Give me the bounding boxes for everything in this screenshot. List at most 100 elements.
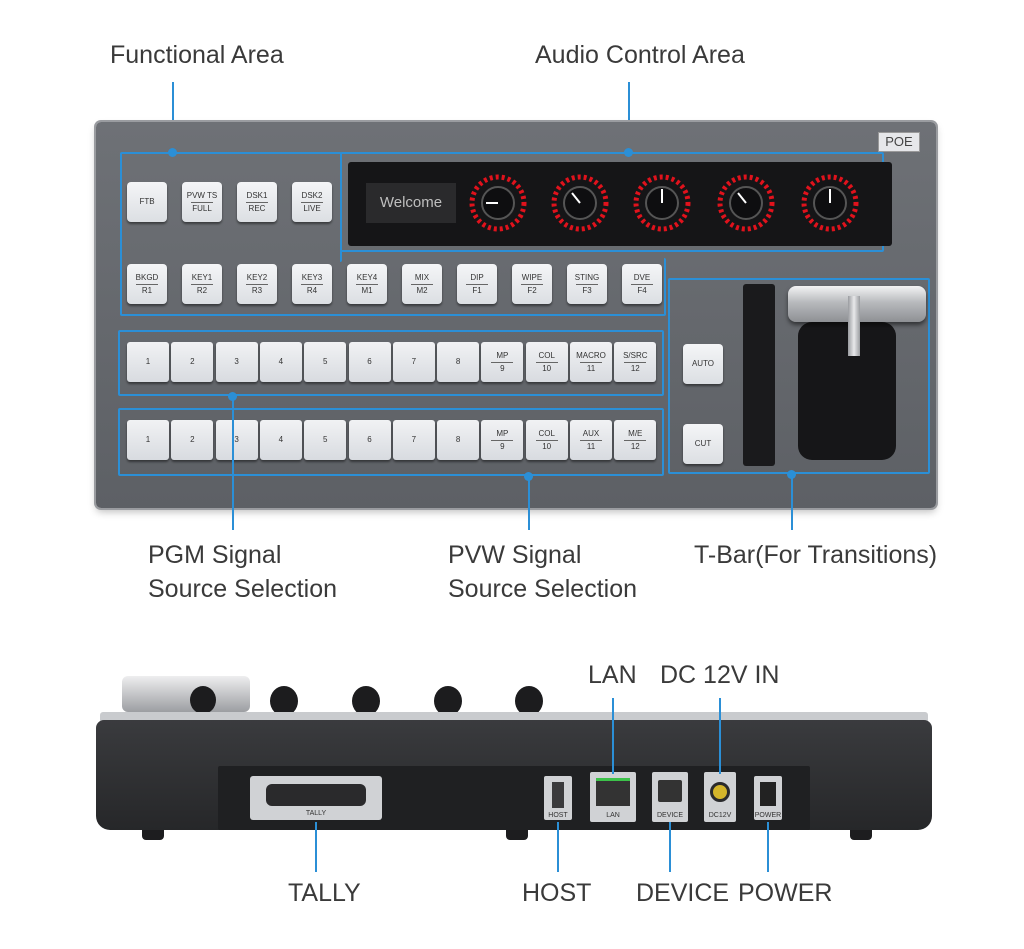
label-divider xyxy=(535,361,558,363)
func-button-1[interactable]: FTB xyxy=(127,182,167,222)
pvw-key-8[interactable]: 8 xyxy=(437,420,480,460)
func-button-label-top: DSK1 xyxy=(246,190,268,200)
pgm-key-5[interactable]: 5 xyxy=(304,342,347,382)
pvw-key-3[interactable]: 3 xyxy=(215,420,258,460)
pvw-key-5[interactable]: 5 xyxy=(304,420,347,460)
pgm-key-8[interactable]: 8 xyxy=(437,342,480,382)
pvw-key-label-top: M/E xyxy=(628,428,643,438)
pvw-key-label-top: 2 xyxy=(190,435,195,444)
label-divider xyxy=(301,283,323,285)
cut-button-label: CUT xyxy=(694,439,712,448)
poe-badge: POE xyxy=(878,132,920,152)
auto-button[interactable]: AUTO xyxy=(683,344,723,384)
func-button-label-top: FTB xyxy=(139,197,155,206)
pvw-key-2[interactable]: 2 xyxy=(171,420,214,460)
pgm-key-4[interactable]: 4 xyxy=(259,342,302,382)
func-button-label-bottom: REC xyxy=(248,203,266,213)
pgm-leader xyxy=(232,398,234,530)
pvw-key-label-top: 1 xyxy=(145,435,151,444)
pvw-key-4[interactable]: 4 xyxy=(259,420,302,460)
audio-knob-5[interactable] xyxy=(800,173,860,233)
functional-leader xyxy=(172,82,174,152)
label-divider xyxy=(246,201,268,203)
pvw-key-label-top: 5 xyxy=(322,435,328,444)
func-button-label-bottom: F2 xyxy=(527,285,537,295)
rear-knob-1 xyxy=(270,686,298,716)
pvw-key-label-bottom: 10 xyxy=(542,441,552,451)
pgm-key-label-bottom: 9 xyxy=(500,363,505,373)
func-button-label-bottom: M2 xyxy=(416,285,428,295)
label-divider xyxy=(631,283,653,285)
dc12v-port-socket xyxy=(710,782,730,802)
func-button-label-bottom: R4 xyxy=(306,285,318,295)
func-button-label-bottom: R2 xyxy=(196,285,208,295)
pvw-key-6[interactable]: 6 xyxy=(348,420,391,460)
func-button-label-top: DSK2 xyxy=(301,190,323,200)
lcd-display: Welcome xyxy=(366,183,456,223)
pgm-zone xyxy=(118,330,664,396)
pgm-key-3[interactable]: 3 xyxy=(215,342,258,382)
rear-knob-3 xyxy=(434,686,462,716)
pgm-key-7[interactable]: 7 xyxy=(392,342,435,382)
pgm-key-2[interactable]: 2 xyxy=(171,342,214,382)
func-button-label-top: KEY4 xyxy=(356,272,378,282)
pvw-label-line1: PVW Signal xyxy=(448,541,582,569)
pvw-zone xyxy=(118,408,664,476)
audio-knob-4[interactable] xyxy=(716,173,776,233)
lan-label: LAN xyxy=(588,661,637,689)
func-button-label-top: WIPE xyxy=(521,272,543,282)
device-leader xyxy=(669,822,671,872)
func-button-label-top: KEY1 xyxy=(191,272,213,282)
audio-knob-1[interactable] xyxy=(468,173,528,233)
dc12v-port-label: DC12V xyxy=(708,812,732,819)
pvw-key-1[interactable]: 1 xyxy=(127,420,169,460)
pgm-key-1[interactable]: 1 xyxy=(127,342,169,382)
audio-control-area-label: Audio Control Area xyxy=(535,41,745,69)
pgm-key-label-top: 5 xyxy=(322,357,328,366)
label-divider xyxy=(136,283,158,285)
audio-knob-2[interactable] xyxy=(550,173,610,233)
audio-knob-3[interactable] xyxy=(632,173,692,233)
func-button-8[interactable]: WIPE F2 xyxy=(512,264,552,304)
tbar-dot xyxy=(787,470,796,479)
pvw-key-7[interactable]: 7 xyxy=(392,420,435,460)
func-button-label-bottom: FULL xyxy=(192,203,212,213)
label-divider xyxy=(246,283,268,285)
func-button-label-top: DVE xyxy=(633,272,651,282)
func-button-label-bottom: F3 xyxy=(582,285,592,295)
pgm-key-label-top: 6 xyxy=(367,357,372,366)
cut-button[interactable]: CUT xyxy=(683,424,723,464)
pvw-key-label-top: 4 xyxy=(278,435,284,444)
rear-knob-4 xyxy=(515,686,543,716)
func-button-label-bottom: R1 xyxy=(141,285,153,295)
label-divider xyxy=(411,283,433,285)
device-callout: DEVICE xyxy=(636,879,730,907)
rear-foot-right xyxy=(850,830,872,840)
pgm-key-6[interactable]: 6 xyxy=(348,342,391,382)
label-divider xyxy=(191,201,213,203)
pvw-key-10[interactable]: COL 10 xyxy=(525,420,568,460)
host-port-label: HOST xyxy=(548,812,568,819)
tally-leader xyxy=(315,822,317,872)
pvw-key-label-top: COL xyxy=(538,428,555,438)
pgm-label-line2: Source Selection xyxy=(148,575,338,603)
